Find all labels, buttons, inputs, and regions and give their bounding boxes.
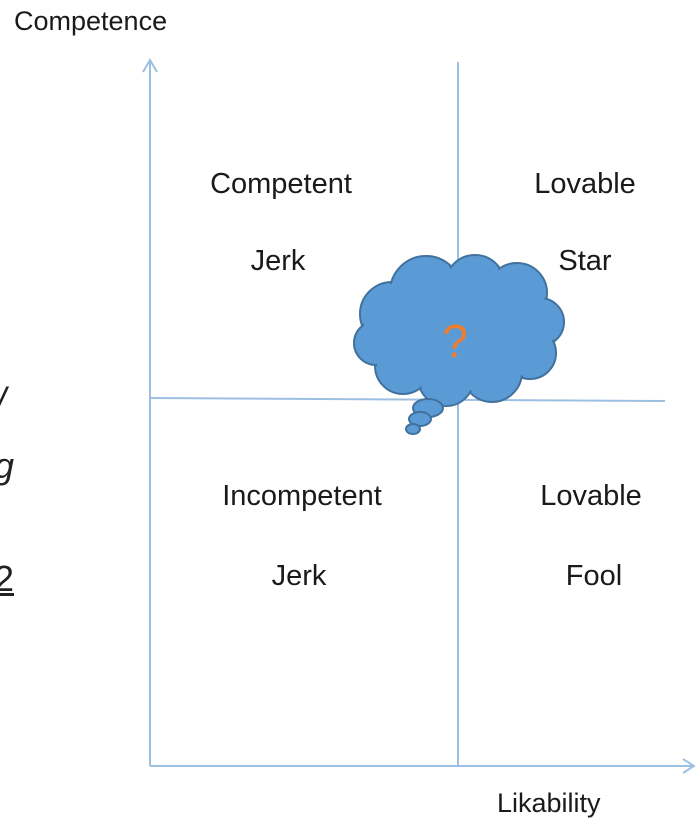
x-axis-label: Likability — [497, 788, 601, 818]
bottom-right-label-line2: Fool — [565, 560, 623, 592]
top-right-label-line2: Star — [558, 245, 612, 277]
bottom-left-label-line2: Jerk — [271, 560, 327, 592]
left-edge-fragment: g — [0, 445, 14, 487]
x-axis-arrowhead — [682, 758, 695, 774]
top-left-label-line1: Competent — [210, 168, 352, 200]
left-edge-fragment: 2 — [0, 558, 15, 599]
thought-cloud: ? — [353, 254, 565, 435]
question-mark: ? — [442, 315, 468, 367]
top-left-label-line2: Jerk — [250, 245, 306, 277]
cloud-tail-bubble-medium — [408, 411, 432, 427]
top-right-label-line1: Lovable — [534, 168, 636, 200]
left-edge-fragment: / — [0, 380, 6, 422]
bottom-right-label-line1: Lovable — [540, 480, 642, 512]
y-axis-label: Competence — [14, 6, 168, 36]
cloud-tail-bubble-small — [405, 423, 421, 435]
bottom-left-label-line1: Incompetent — [222, 480, 382, 512]
horizontal-divider — [149, 397, 666, 402]
y-axis-arrowhead — [142, 58, 158, 73]
